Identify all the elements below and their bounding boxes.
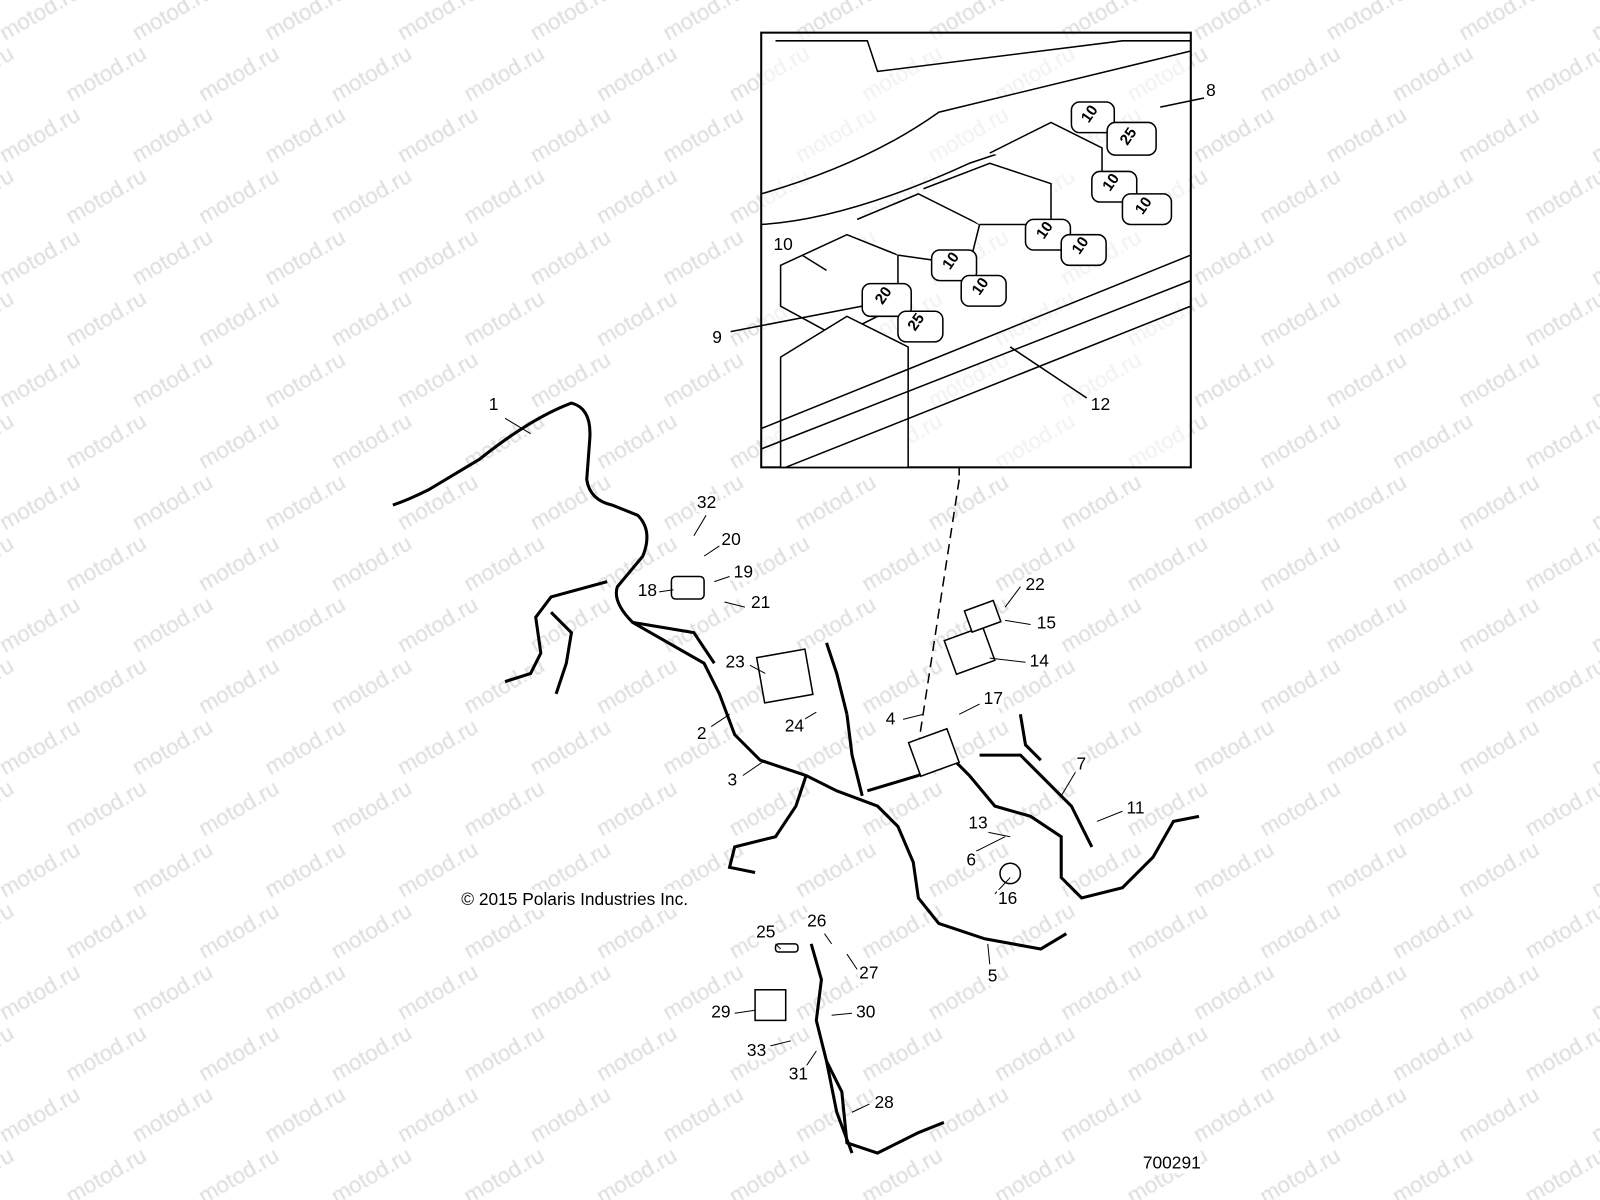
callout-14: 14 xyxy=(1028,651,1050,671)
callout-27: 27 xyxy=(858,963,880,983)
callout-3: 3 xyxy=(726,770,739,790)
callout-11: 11 xyxy=(1125,797,1146,818)
callout-23: 23 xyxy=(724,652,746,672)
callout-8: 8 xyxy=(1205,80,1217,100)
callout-10: 10 xyxy=(772,234,794,255)
copyright-notice: © 2015 Polaris Industries Inc. xyxy=(461,889,689,911)
callout-17: 17 xyxy=(982,688,1004,709)
callout-5: 5 xyxy=(986,966,999,986)
callout-18: 18 xyxy=(636,580,659,600)
fuse-box-inset xyxy=(730,31,1205,746)
callout-30: 30 xyxy=(855,1002,877,1022)
callout-4: 4 xyxy=(884,709,897,729)
callout-15: 15 xyxy=(1035,613,1058,633)
callout-7: 7 xyxy=(1075,754,1088,774)
callout-28: 28 xyxy=(873,1092,895,1113)
callout-2: 2 xyxy=(695,723,708,743)
callout-1: 1 xyxy=(487,394,500,415)
callout-33: 33 xyxy=(745,1040,768,1061)
callout-29: 29 xyxy=(710,1002,732,1022)
callout-20: 20 xyxy=(720,529,742,549)
wiring-harness xyxy=(392,401,1200,1155)
callout-25: 25 xyxy=(755,922,777,942)
callout-22: 22 xyxy=(1024,574,1046,594)
components xyxy=(670,575,1022,1022)
callout-16: 16 xyxy=(996,888,1019,909)
callout-12: 12 xyxy=(1089,394,1112,415)
callout-31: 31 xyxy=(787,1064,810,1084)
figure-number: 700291 xyxy=(1142,1153,1201,1174)
callout-19: 19 xyxy=(732,562,754,582)
callout-9: 9 xyxy=(711,327,723,347)
callout-32: 32 xyxy=(695,492,718,513)
callout-24: 24 xyxy=(783,716,806,736)
callout-21: 21 xyxy=(749,592,772,613)
callout-26: 26 xyxy=(806,911,828,931)
fuse-shapes xyxy=(861,101,1173,343)
callout-6: 6 xyxy=(965,849,978,870)
callout-13: 13 xyxy=(967,813,989,833)
